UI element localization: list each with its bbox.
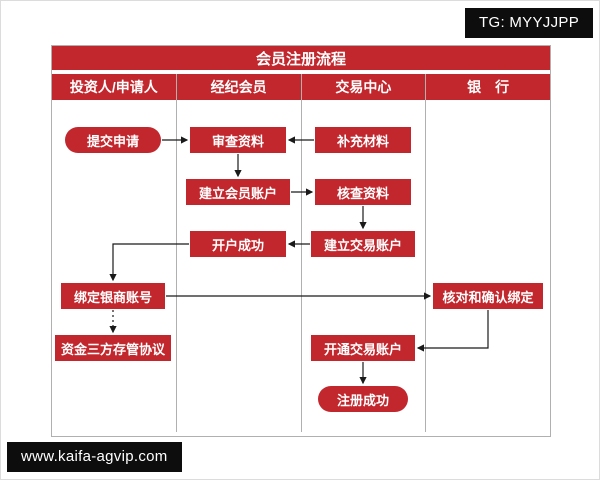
telegram-watermark-badge: TG: MYYJJPP (465, 8, 593, 38)
column-header-investor: 投资人/申请人 (52, 74, 176, 100)
node-register-success: 注册成功 (318, 386, 408, 412)
node-open-trading-account: 开通交易账户 (311, 335, 415, 361)
flowchart-table: 会员注册流程 投资人/申请人 经纪会员 交易中心 银 行 (51, 45, 551, 437)
node-tripartite-deposit-agreement: 资金三方存管协议 (55, 335, 171, 361)
swimlane-columns: 投资人/申请人 经纪会员 交易中心 银 行 (52, 74, 550, 432)
node-bind-bank-merchant-account: 绑定银商账号 (61, 283, 165, 309)
node-check-confirm-binding: 核对和确认绑定 (433, 283, 543, 309)
lane-investor: 投资人/申请人 (52, 74, 177, 432)
node-create-trading-account: 建立交易账户 (311, 231, 415, 257)
lane-trading-center: 交易中心 (301, 74, 427, 432)
column-header-bank: 银 行 (426, 74, 550, 100)
node-create-member-account: 建立会员账户 (186, 179, 290, 205)
node-verify-materials: 核查资料 (315, 179, 411, 205)
node-submit-application: 提交申请 (65, 127, 161, 153)
node-review-materials: 审查资料 (190, 127, 286, 153)
lane-bank: 银 行 (426, 74, 550, 432)
node-account-open-success: 开户成功 (190, 231, 286, 257)
node-supplement-materials: 补充材料 (315, 127, 411, 153)
page-title: 会员注册流程 (52, 46, 550, 74)
column-header-broker: 经纪会员 (176, 74, 301, 100)
lane-broker-member: 经纪会员 (176, 74, 302, 432)
column-header-trading-center: 交易中心 (301, 74, 426, 100)
website-watermark-badge: www.kaifa-agvip.com (7, 442, 182, 472)
